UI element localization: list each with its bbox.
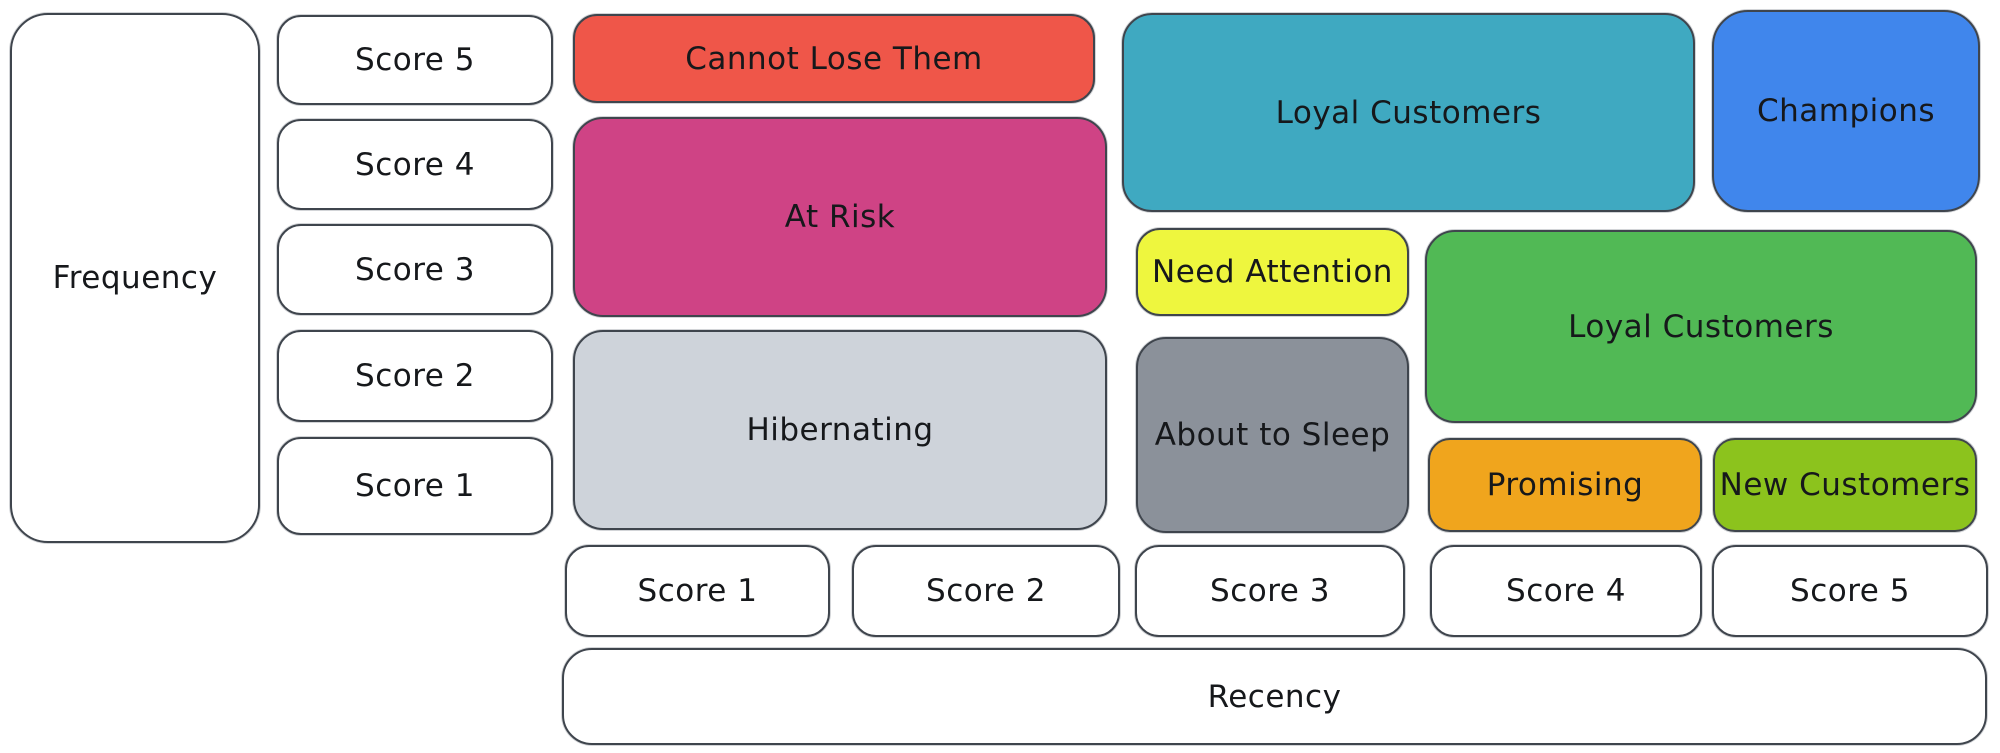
segment-about-to-sleep: About to Sleep — [1136, 337, 1409, 533]
segment-cannot-lose-them: Cannot Lose Them — [573, 14, 1095, 103]
recency-score-1-label: Score 1 — [565, 545, 830, 637]
recency-score-3-label: Score 3 — [1135, 545, 1405, 637]
frequency-score-5-label: Score 5 — [277, 15, 553, 105]
frequency-axis-label: Frequency — [10, 13, 260, 543]
recency-axis-label: Recency — [562, 648, 1987, 745]
recency-score-4-label: Score 4 — [1430, 545, 1702, 637]
segment-need-attention: Need Attention — [1136, 228, 1409, 316]
recency-score-2-label: Score 2 — [852, 545, 1120, 637]
segment-loyal-customers-top: Loyal Customers — [1122, 13, 1695, 212]
recency-score-5-label: Score 5 — [1712, 545, 1988, 637]
segment-promising: Promising — [1428, 438, 1702, 532]
frequency-score-3-label: Score 3 — [277, 224, 553, 315]
segment-new-customers: New Customers — [1713, 438, 1977, 532]
frequency-score-4-label: Score 4 — [277, 119, 553, 210]
segment-hibernating: Hibernating — [573, 330, 1107, 530]
segment-loyal-customers-mid: Loyal Customers — [1425, 230, 1977, 423]
frequency-score-2-label: Score 2 — [277, 330, 553, 422]
frequency-score-1-label: Score 1 — [277, 437, 553, 535]
segment-at-risk: At Risk — [573, 117, 1107, 317]
segment-champions: Champions — [1712, 10, 1980, 212]
